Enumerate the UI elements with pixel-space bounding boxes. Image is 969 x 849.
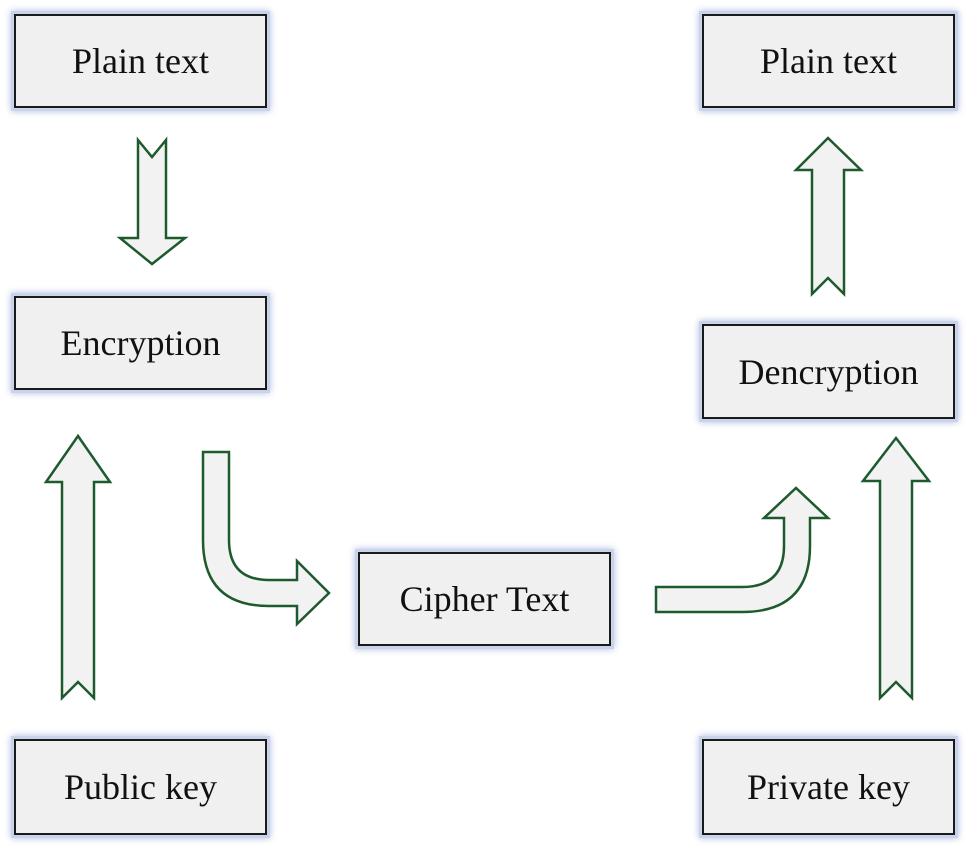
node-private-key: Private key bbox=[702, 739, 955, 835]
node-public-key: Public key bbox=[14, 739, 267, 835]
arrow-encryption-to-ciphertext bbox=[201, 450, 331, 627]
node-plain-text-left: Plain text bbox=[14, 14, 267, 108]
node-encryption: Encryption bbox=[14, 296, 267, 390]
arrow-ciphertext-to-decryption bbox=[654, 486, 832, 614]
arrow-publickey-to-encryption bbox=[43, 433, 113, 702]
arrow-privatekey-to-decryption bbox=[860, 435, 932, 702]
arrow-decryption-to-plaintext bbox=[792, 136, 865, 298]
arrow-plaintext-to-encryption bbox=[116, 136, 189, 266]
node-plain-text-right: Plain text bbox=[702, 14, 955, 108]
node-decryption: Dencryption bbox=[702, 324, 955, 419]
node-cipher-text: Cipher Text bbox=[358, 552, 611, 646]
